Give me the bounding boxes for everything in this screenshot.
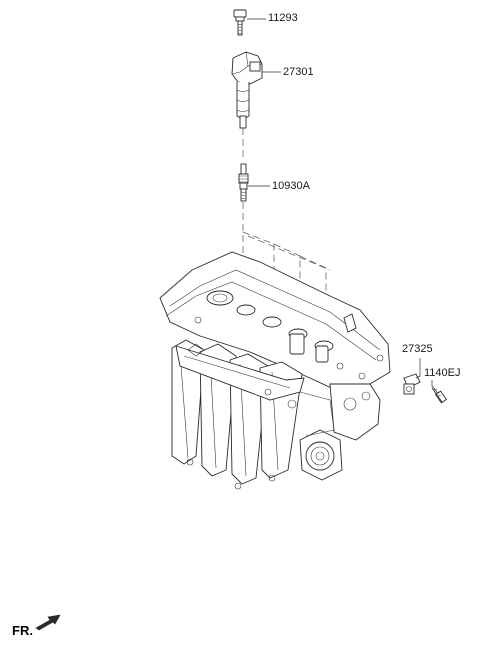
sensor-bolt-drawing[interactable] (431, 387, 447, 404)
ignition-coil-drawing[interactable] (231, 51, 263, 129)
part-label-spark-plug[interactable]: 10930A (272, 180, 310, 192)
part-label-bolt[interactable]: 11293 (268, 12, 298, 24)
part-label-ignition-coil[interactable]: 27301 (283, 66, 314, 78)
part-label-sensor-bolt[interactable]: 1140EJ (424, 367, 461, 379)
spark-plug-drawing[interactable] (238, 163, 249, 202)
part-label-sensor[interactable]: 27325 (402, 343, 433, 355)
leader-lines (247, 18, 438, 393)
front-orientation-label: FR. (12, 623, 33, 638)
bolt-drawing[interactable] (233, 9, 247, 36)
sensor-drawing[interactable] (403, 373, 421, 395)
engine-drawing (159, 251, 391, 490)
front-arrow-icon (35, 614, 61, 631)
